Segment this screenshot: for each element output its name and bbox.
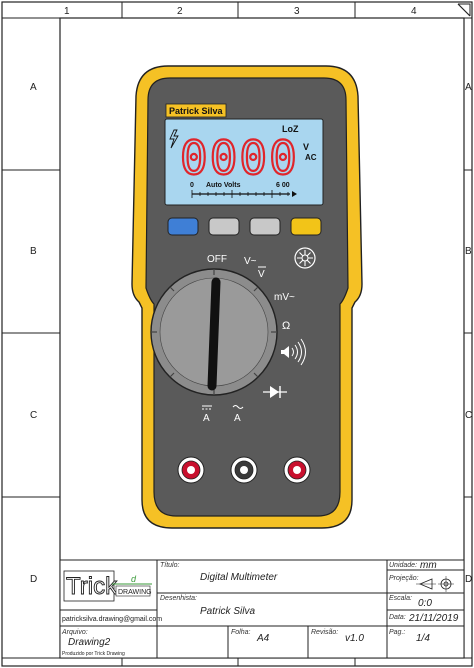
pag-label: Pag.: bbox=[389, 629, 405, 636]
dial-label-mv-ac: mV~ bbox=[274, 292, 295, 303]
brand-label: Patrick Silva bbox=[169, 106, 224, 116]
svg-text:V: V bbox=[258, 269, 265, 280]
function-button-grey-2[interactable] bbox=[249, 217, 281, 236]
footer-note: Produzido por Trick Drawing bbox=[62, 651, 125, 657]
multimeter: Patrick Silva 0000 LoZ V AC 0 Auto Volts… bbox=[131, 65, 363, 529]
terminal-com[interactable] bbox=[230, 456, 258, 484]
diode-icon bbox=[263, 386, 287, 398]
lcd-screen bbox=[164, 118, 324, 206]
svg-text:Trick: Trick bbox=[66, 573, 118, 600]
title-block: Trick DRAWING d patricksilva.drawing@gma… bbox=[59, 559, 465, 659]
revisao-label: Revisão: bbox=[311, 629, 338, 636]
zone-row-a-left: A bbox=[30, 82, 37, 93]
zone-row-b-left: B bbox=[30, 246, 37, 257]
dial-label-v-dc: V bbox=[258, 266, 266, 280]
dial-label-a-ac: A bbox=[232, 405, 244, 424]
function-button-grey-1[interactable] bbox=[208, 217, 240, 236]
rotary-dial-notches bbox=[151, 269, 277, 395]
arquivo-value: Drawing2 bbox=[68, 637, 111, 648]
function-button-blue[interactable] bbox=[167, 217, 199, 236]
zone-row-c-left: C bbox=[30, 410, 37, 421]
data-value: 21/11/2019 bbox=[408, 613, 459, 624]
projecao-label: Projeção: bbox=[389, 575, 419, 582]
unidade-value: mm bbox=[420, 560, 437, 571]
folha-label: Folha: bbox=[231, 629, 251, 636]
dial-label-off: OFF bbox=[207, 254, 227, 265]
lcd-auto-volts: Auto Volts bbox=[206, 182, 241, 189]
dial-label-ohm: Ω bbox=[282, 320, 290, 332]
zone-col-1: 1 bbox=[64, 6, 70, 17]
projection-symbol-icon bbox=[416, 576, 454, 592]
lightning-icon bbox=[169, 129, 179, 149]
folha-value: A4 bbox=[256, 633, 270, 644]
arquivo-label: Arquivo: bbox=[61, 629, 88, 636]
svg-text:A: A bbox=[203, 413, 210, 424]
escala-label: Escala: bbox=[389, 595, 412, 602]
desenhista-value: Patrick Silva bbox=[200, 606, 255, 617]
brand-plate bbox=[165, 103, 227, 118]
zone-row-d-left: D bbox=[30, 574, 37, 585]
lcd-scale-start: 0 bbox=[190, 182, 194, 189]
titulo-label: Título: bbox=[160, 562, 180, 569]
desenhista-label: Desenhista: bbox=[160, 595, 197, 602]
unidade-label: Unidade: bbox=[389, 562, 417, 569]
lcd-digits: 0000 bbox=[180, 131, 299, 185]
zone-col-3: 3 bbox=[294, 6, 300, 17]
svg-text:d: d bbox=[131, 574, 137, 584]
lcd-bargraph bbox=[191, 190, 297, 198]
zone-row-c-right: C bbox=[465, 410, 472, 421]
continuity-icon bbox=[281, 338, 306, 366]
dial-label-a-dc: A bbox=[202, 405, 212, 424]
pag-value: 1/4 bbox=[416, 633, 430, 644]
lcd-loz: LoZ bbox=[282, 124, 299, 134]
lcd-scale-end: 6 00 bbox=[276, 182, 290, 189]
zone-col-4: 4 bbox=[411, 6, 417, 17]
top-zone-band: 1 2 3 4 bbox=[2, 2, 472, 19]
function-button-yellow[interactable] bbox=[290, 217, 322, 236]
escala-value: 0:0 bbox=[418, 598, 432, 609]
zone-row-b-right: B bbox=[465, 246, 472, 257]
backlight-icon[interactable] bbox=[294, 247, 316, 269]
svg-text:A: A bbox=[234, 413, 241, 424]
rotary-dial-pointer bbox=[207, 277, 221, 391]
terminal-v-ohm[interactable] bbox=[283, 456, 311, 484]
titulo-value: Digital Multimeter bbox=[200, 572, 278, 583]
zone-col-2: 2 bbox=[177, 6, 183, 17]
svg-text:DRAWING: DRAWING bbox=[118, 589, 152, 596]
revisao-value: v1.0 bbox=[345, 633, 364, 644]
right-zone-band: A B C D bbox=[464, 82, 472, 585]
email-text: patricksilva.drawing@gmail.com bbox=[62, 616, 162, 623]
data-label: Data: bbox=[389, 614, 406, 621]
corner-marker-icon bbox=[457, 3, 471, 17]
zone-row-a-right: A bbox=[465, 82, 472, 93]
terminal-a[interactable] bbox=[177, 456, 205, 484]
zone-row-d-right: D bbox=[465, 574, 472, 585]
dial-label-v-ac: V~ bbox=[244, 256, 257, 267]
left-zone-band: A B C D bbox=[2, 82, 60, 585]
trick-drawing-logo: Trick DRAWING d bbox=[63, 570, 152, 602]
lcd-unit-v: V bbox=[303, 142, 309, 152]
lcd-unit-ac: AC bbox=[305, 153, 317, 162]
